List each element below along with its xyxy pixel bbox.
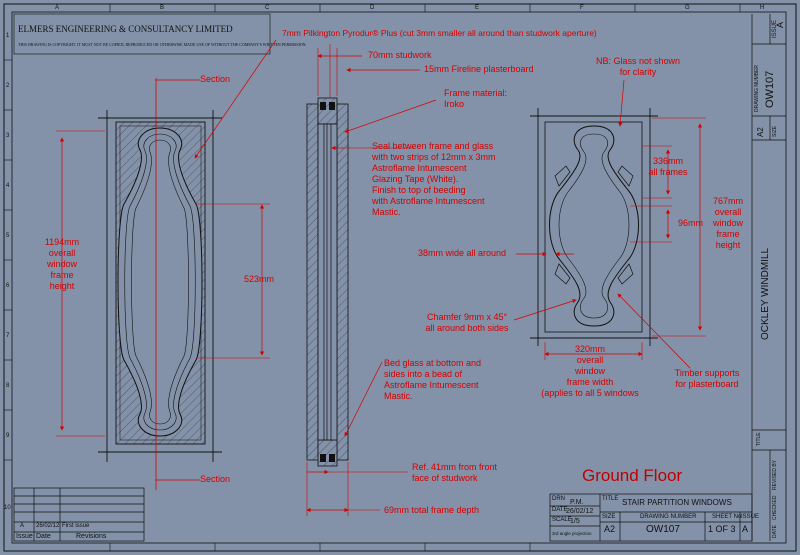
issue-value: A — [742, 524, 749, 534]
side-checked-label: CHECKED — [772, 495, 778, 520]
grid-number-8: 8 — [6, 383, 10, 389]
revision-header-issue: Issue — [16, 533, 33, 540]
rear-elevation — [530, 108, 658, 346]
sheet-label: SHEET No — [712, 514, 742, 520]
side-title-label: TITLE — [756, 432, 762, 446]
size-value: A2 — [604, 524, 616, 534]
side-size-label: SIZE — [772, 125, 778, 137]
seal-note: Seal between frame and glass with two st… — [372, 141, 496, 217]
overall-width-320: 320mm overall window frame width (applie… — [541, 344, 639, 398]
drawing-number: OW107 — [646, 524, 680, 535]
grid-ticks — [4, 4, 741, 551]
date-value: 26/02/12 — [566, 508, 594, 515]
glass-spec: 7mm Pilkington Pyrodur® Plus (cut 3mm sm… — [282, 28, 597, 38]
drawing-number-label: DRAWING NUMBER — [640, 514, 697, 520]
drawing-title: STAIR PARTITION WINDOWS — [622, 498, 732, 507]
title-block-frame — [549, 493, 753, 542]
title-label: TITLE — [602, 496, 619, 502]
inner-border — [11, 11, 787, 544]
frame-material-label: Frame material:Iroko — [444, 88, 508, 109]
grid-letter-b: B — [160, 5, 165, 11]
studwork-label: 70mm studwork — [368, 50, 432, 60]
grid-number-1: 1 — [6, 33, 10, 39]
issue-label: ISSUE — [741, 514, 760, 520]
grid-number-6: 6 — [6, 283, 10, 289]
chamfer-note: Chamfer 9mm x 45°all around both sides — [425, 312, 509, 333]
wide-38mm-note: 38mm wide all around — [418, 248, 507, 258]
dimension-523: 523mm — [244, 274, 275, 284]
front-elevation — [98, 110, 222, 462]
grid-number-4: 4 — [6, 183, 10, 189]
dimension-96: 96mm — [678, 218, 704, 228]
plasterboard-label: 15mm Fireline plasterboard — [424, 64, 534, 74]
company-name: ELMERS ENGINEERING & CONSULTANCY LIMITED — [18, 24, 233, 34]
grid-number-7: 7 — [6, 333, 10, 339]
grid-letter-a: A — [55, 5, 60, 11]
section-view — [306, 97, 349, 467]
drn-value: P.M. — [570, 499, 584, 506]
revision-header-revisions: Revisions — [76, 533, 107, 540]
total-frame-depth: 69mm total frame depth — [384, 505, 480, 515]
scale-value: 1/5 — [570, 518, 580, 525]
side-date-label: DATE — [772, 525, 778, 538]
grid-number-3: 3 — [6, 133, 10, 139]
side-size-value: A2 — [756, 127, 765, 137]
grid-letter-c: C — [265, 5, 270, 11]
overall-height-1194: 1194mm overall window frame height — [44, 237, 80, 291]
side-issue-value: A — [775, 21, 785, 28]
sheet-number: 1 OF 3 — [708, 524, 736, 534]
side-revised-label: REVISED BY — [772, 459, 778, 490]
grid-letter-e: E — [475, 5, 480, 11]
ground-floor-title: Ground Floor — [582, 466, 683, 485]
copyright-notice: THIS DRAWING IS COPYRIGHT. IT MUST NOT B… — [18, 42, 306, 47]
revision-header-date: Date — [36, 533, 51, 540]
section-label-top: Section — [200, 74, 231, 84]
grid-letter-g: G — [685, 5, 690, 11]
side-project-name: OCKLEY WINDMILL — [760, 247, 771, 340]
side-strip — [751, 14, 786, 541]
grid-letter-d: D — [370, 5, 375, 11]
outer-border — [3, 3, 797, 552]
side-drawing-number-label: DRAWING NUMBER — [754, 64, 760, 112]
revision-row-text: First issue — [62, 523, 90, 529]
projection-note: 3rd angle projection — [552, 531, 592, 536]
section-label-bottom: Section — [200, 474, 231, 484]
side-drawing-number: OW107 — [764, 70, 776, 108]
revision-row-date: 26/02/12 — [36, 523, 60, 529]
grid-number-9: 9 — [6, 433, 10, 439]
bed-glass-note: Bed glass at bottom and sides into a bea… — [384, 358, 482, 401]
grid-letter-f: F — [580, 5, 584, 11]
drn-label: DRN — [552, 496, 565, 502]
revisions-frame — [13, 487, 145, 542]
date-label: DATE — [552, 507, 568, 513]
size-label: SIZE — [602, 514, 616, 520]
grid-letter-h: H — [760, 5, 765, 11]
company-box — [13, 13, 271, 55]
scale-label: SCALE — [552, 517, 572, 523]
grid-number-5: 5 — [6, 233, 10, 239]
revision-row-issue: A — [20, 523, 25, 529]
grid-number-10: 10 — [4, 505, 11, 511]
overall-height-767: 767mm overall window frame height — [712, 196, 743, 250]
grid-number-2: 2 — [6, 83, 10, 89]
